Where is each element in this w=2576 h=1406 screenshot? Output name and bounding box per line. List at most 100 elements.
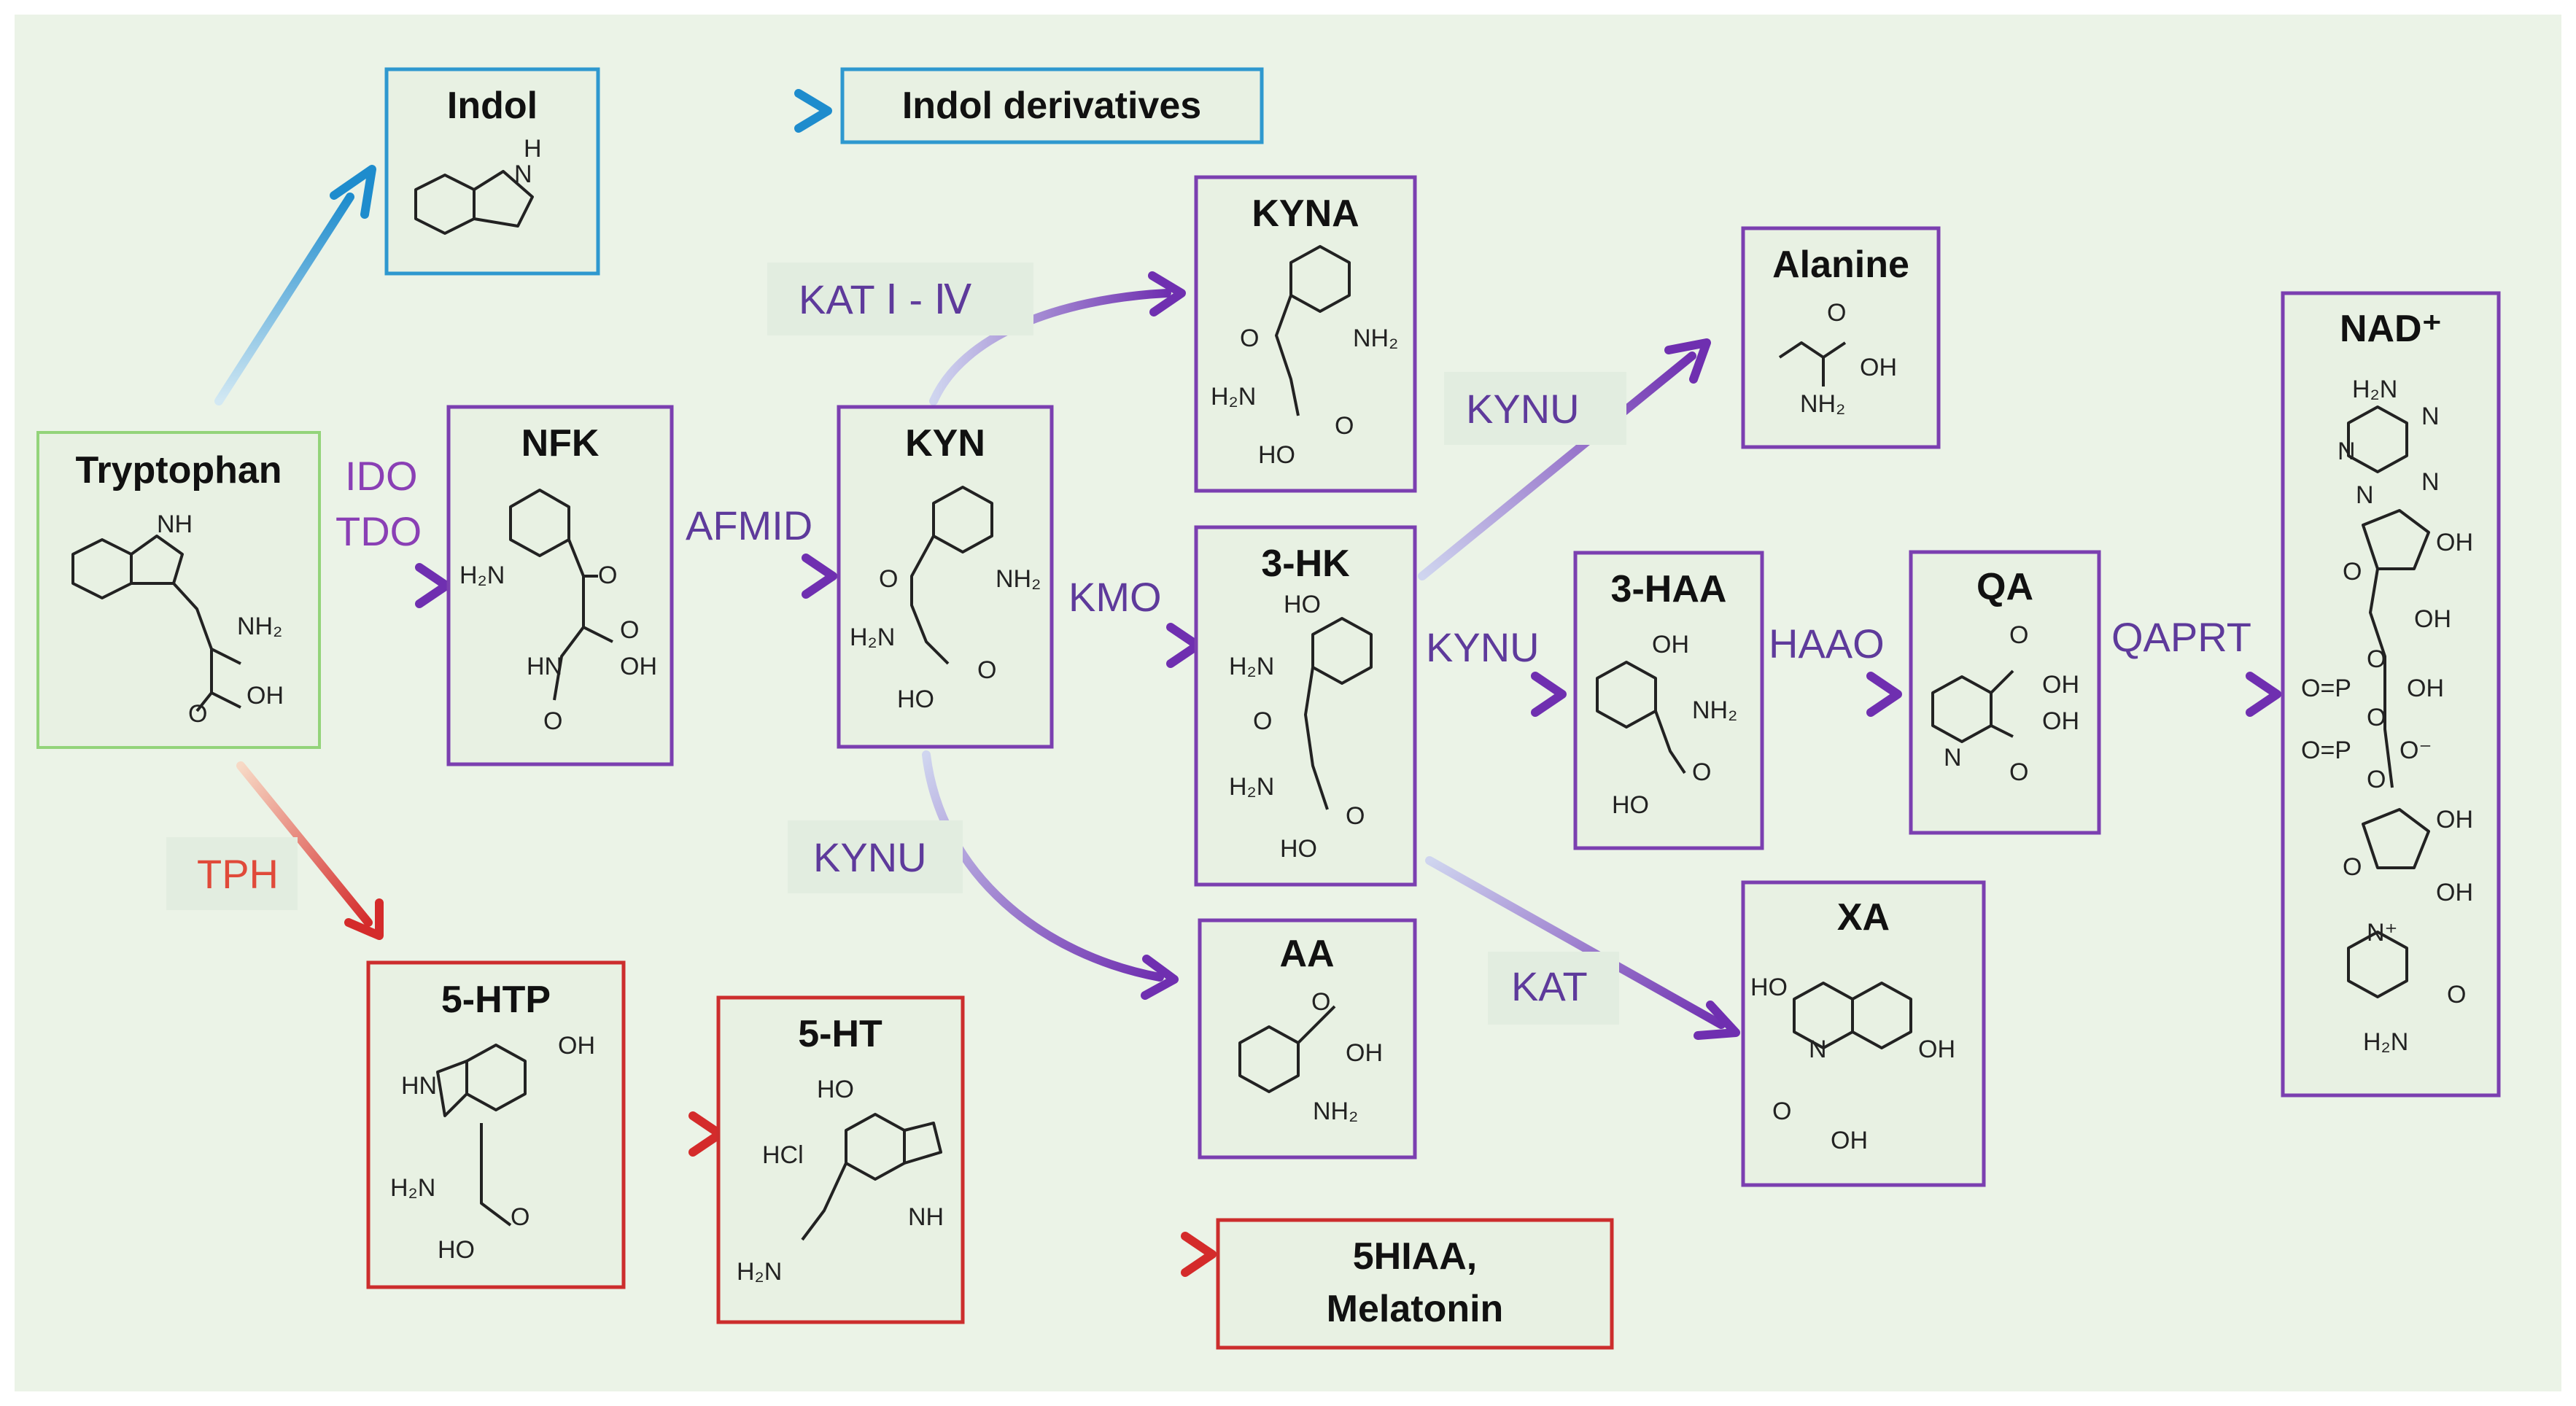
title-kyna: KYNA: [1252, 193, 1359, 235]
title-kyn: KYN: [905, 422, 985, 465]
arrowhead-3haa-to-qa: [1866, 672, 1902, 717]
enzyme-label-backgrounds: [166, 263, 1626, 1025]
arrowhead-qa-to-nad: [2246, 672, 2281, 717]
kat-label-bg: [1488, 952, 1619, 1025]
atom-label: OH: [2414, 605, 2451, 633]
structure-tryptophan: [71, 535, 241, 712]
atom-label: H₂N: [459, 562, 505, 589]
atom-label: O: [1346, 802, 1365, 830]
atom-label: O=P: [2301, 675, 2351, 702]
arrowhead-5ht-to-5hiaa: [1181, 1232, 1217, 1277]
atom-label: H: [524, 135, 542, 163]
arrow-tryptophan-to-indol: [214, 193, 354, 405]
enzyme-labels: IDO TDO AFMID KAT Ⅰ - Ⅳ KMO KYNU KYNU KY…: [197, 276, 2251, 1009]
box-aa: [1198, 918, 1417, 1160]
title-5ht: 5-HT: [798, 1013, 882, 1055]
atom-label: OH: [2042, 707, 2079, 735]
atom-label: O: [511, 1203, 529, 1231]
atom-label: OH: [2407, 675, 2444, 702]
title-tryptophan: Tryptophan: [75, 449, 282, 492]
box-kyna: [1194, 175, 1417, 493]
box-kyn: [837, 405, 1054, 749]
atom-label: HO: [1284, 591, 1321, 618]
box-3haa: [1573, 551, 1764, 850]
atom-label: NH₂: [1800, 390, 1845, 418]
atom-label: O: [1240, 325, 1259, 352]
arrowhead-tryptophan-to-5htp: [344, 898, 384, 940]
node-boxes: [36, 67, 2501, 1350]
atom-label: H₂N: [1211, 383, 1256, 411]
title-melatonin: Melatonin: [1327, 1288, 1504, 1330]
arrowhead-indol-to-derivatives: [794, 89, 832, 133]
atom-label: HO: [1280, 835, 1317, 863]
atom-label: HO: [1750, 974, 1788, 1001]
atom-label: OH: [247, 682, 284, 710]
atom-label: N: [2338, 438, 2356, 465]
atom-label: O: [543, 707, 562, 735]
atom-label: HN: [401, 1072, 437, 1100]
atom-label: O: [188, 700, 207, 728]
atom-label: O: [1827, 299, 1846, 327]
atom-label: N: [1809, 1036, 1827, 1063]
atom-label: HCl: [762, 1141, 804, 1169]
atom-label: O: [2009, 758, 2028, 786]
atom-label: NH₂: [237, 613, 282, 640]
title-5htp: 5-HTP: [441, 979, 551, 1021]
atom-label: OH: [2436, 879, 2473, 906]
enzyme-tph: TPH: [197, 851, 279, 897]
atom-label: HO: [1612, 791, 1649, 819]
atom-label: N: [514, 160, 532, 188]
kynu-top-label-bg: [1444, 372, 1626, 445]
atom-label: O: [1692, 758, 1711, 786]
atom-label: O: [2343, 558, 2362, 586]
box-5htp: [366, 960, 626, 1289]
title-nfk: NFK: [521, 422, 600, 465]
atom-label: O: [1253, 707, 1272, 735]
node-titles: Tryptophan Indol Indol derivatives NFK K…: [75, 85, 2442, 1330]
atom-label: OH: [1831, 1127, 1868, 1154]
box-5ht: [716, 995, 965, 1324]
structure-qa: [1931, 669, 2014, 743]
enzyme-kynu-top: KYNU: [1466, 386, 1580, 432]
atom-label: O: [2367, 704, 2386, 731]
atom-labels: NH NH₂ O OH H N H₂N O O OH HN O O NH₂ H₂…: [157, 135, 2473, 1286]
enzyme-qaprt: QAPRT: [2111, 614, 2251, 660]
atom-label: N: [2356, 481, 2374, 509]
arrow-tryptophan-to-5htp: [236, 761, 373, 927]
enzyme-ido: IDO: [345, 453, 418, 499]
atom-label: O: [2447, 981, 2466, 1009]
atom-label: NH₂: [1692, 696, 1737, 724]
title-aa: AA: [1279, 933, 1334, 975]
arrowhead-kyn-to-aa: [1141, 955, 1179, 1000]
atom-label: OH: [558, 1032, 595, 1060]
atom-label: N: [2421, 403, 2440, 430]
structure-kyna: [1275, 245, 1351, 416]
structure-3hk: [1304, 617, 1373, 810]
atom-label: HO: [897, 685, 934, 713]
arrow-3hk-to-alanine: [1418, 352, 1696, 580]
tph-label-bg: [166, 837, 298, 910]
structure-aa: [1238, 1005, 1336, 1093]
atom-label: N⁺: [2367, 919, 2398, 947]
atom-label: O: [2343, 853, 2362, 881]
structure-3haa: [1596, 661, 1686, 774]
title-qa: QA: [1976, 566, 2033, 608]
structure-indol: [414, 170, 534, 235]
arrowhead-kyn-to-kyna: [1148, 271, 1186, 316]
box-indol: [384, 67, 600, 276]
box-5hiaa: [1216, 1218, 1614, 1350]
atom-label: OH: [1346, 1039, 1383, 1067]
atom-label: OH: [2042, 671, 2079, 699]
enzyme-haao: HAAO: [1769, 621, 1885, 667]
atom-label: OH: [1860, 354, 1897, 381]
box-nad: [2281, 291, 2501, 1098]
atom-label: O: [2367, 645, 2386, 673]
structure-kyn: [910, 486, 993, 665]
atom-label: H₂N: [737, 1258, 782, 1286]
structure-5htp: [436, 1044, 527, 1227]
atom-label: O⁻: [2400, 737, 2432, 764]
title-indol-derivatives: Indol derivatives: [902, 85, 1201, 127]
arrowhead-3hk-to-xa: [1694, 1001, 1740, 1040]
title-5hiaa: 5HIAA,: [1353, 1235, 1477, 1278]
arrowhead-nfk-to-kyn: [802, 554, 837, 599]
